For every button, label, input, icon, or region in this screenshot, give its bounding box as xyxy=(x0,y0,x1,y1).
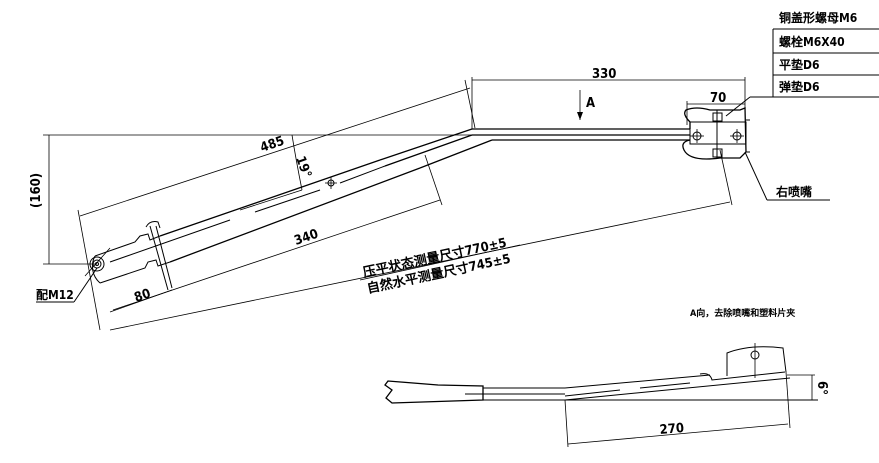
dim-160: (160) xyxy=(29,173,44,208)
dim-485: 485 xyxy=(258,134,286,156)
part-cap-nut: 铜盖形螺母M6 xyxy=(779,10,857,25)
dim-70: 70 xyxy=(710,91,726,106)
right-nozzle-label: 右喷嘴 xyxy=(775,184,812,199)
dimension-lines xyxy=(36,77,830,331)
part-bolt: 螺栓M6X40 xyxy=(779,34,845,49)
dim-19-deg: 19° xyxy=(292,154,314,180)
part-flat-washer: 平垫D6 xyxy=(779,57,819,72)
parts-list: 铜盖形螺母M6 螺栓M6X40 平垫D6 弹垫D6 xyxy=(725,10,879,117)
pivot-label: 配M12 xyxy=(36,287,74,302)
dim-330: 330 xyxy=(592,67,616,82)
part-spring-washer: 弹垫D6 xyxy=(779,79,819,94)
dim-270: 270 xyxy=(659,421,685,438)
dim-340: 340 xyxy=(292,227,320,249)
view-a xyxy=(384,343,818,448)
view-a-note: A向，去除喷嘴和塑料片夹 xyxy=(690,307,795,319)
dim-80: 80 xyxy=(132,286,152,305)
dim-6-deg: 6° xyxy=(814,381,829,395)
view-arrow-label: A xyxy=(586,96,595,111)
